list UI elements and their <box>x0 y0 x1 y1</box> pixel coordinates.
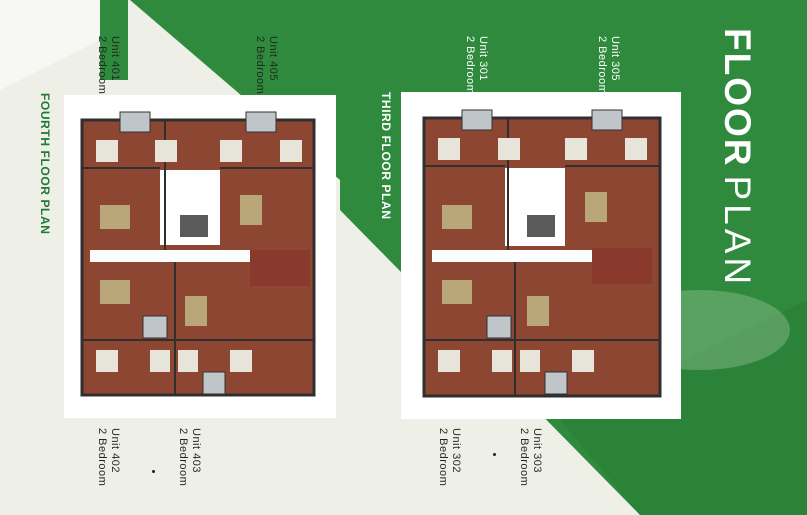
unit-403-label: Unit 403 2 Bedroom <box>176 428 202 486</box>
unit-305-label: Unit 305 2 Bedroom <box>595 36 621 94</box>
third-floor-title: THIRD FLOOR PLAN <box>379 92 393 220</box>
brand-title: FLOOR PLAN <box>716 28 758 288</box>
brand-title-bold: FLOOR <box>717 28 758 168</box>
unit-302-label: Unit 302 2 Bedroom <box>436 428 462 486</box>
fourth-floor-title: FOURTH FLOOR PLAN <box>38 93 52 235</box>
unit-301-label: Unit 301 2 Bedroom <box>463 36 489 94</box>
decorative-dot <box>493 453 496 456</box>
unit-305-type: 2 Bedroom <box>596 36 608 95</box>
unit-301-name: Unit 301 <box>477 36 489 81</box>
unit-303-label: Unit 303 2 Bedroom <box>517 428 543 486</box>
unit-401-name: Unit 401 <box>109 36 121 81</box>
decorative-dot <box>152 470 155 473</box>
unit-402-type: 2 Bedroom <box>96 428 108 487</box>
unit-402-name: Unit 402 <box>109 428 121 473</box>
fourth-floor-plan-drawing <box>80 111 316 397</box>
unit-405-name: Unit 405 <box>267 36 279 81</box>
unit-403-type: 2 Bedroom <box>177 428 189 487</box>
unit-401-label: Unit 401 2 Bedroom <box>95 36 121 94</box>
brand-title-light: PLAN <box>717 175 758 289</box>
third-floor-plan-drawing <box>422 109 662 398</box>
unit-405-label: Unit 405 2 Bedroom <box>253 36 279 94</box>
unit-401-type: 2 Bedroom <box>96 36 108 95</box>
unit-402-label: Unit 402 2 Bedroom <box>95 428 121 486</box>
unit-403-name: Unit 403 <box>190 428 202 473</box>
unit-405-type: 2 Bedroom <box>254 36 266 95</box>
unit-302-type: 2 Bedroom <box>437 428 449 487</box>
unit-305-name: Unit 305 <box>609 36 621 81</box>
unit-303-type: 2 Bedroom <box>518 428 530 487</box>
unit-302-name: Unit 302 <box>450 428 462 473</box>
unit-303-name: Unit 303 <box>531 428 543 473</box>
unit-301-type: 2 Bedroom <box>464 36 476 95</box>
